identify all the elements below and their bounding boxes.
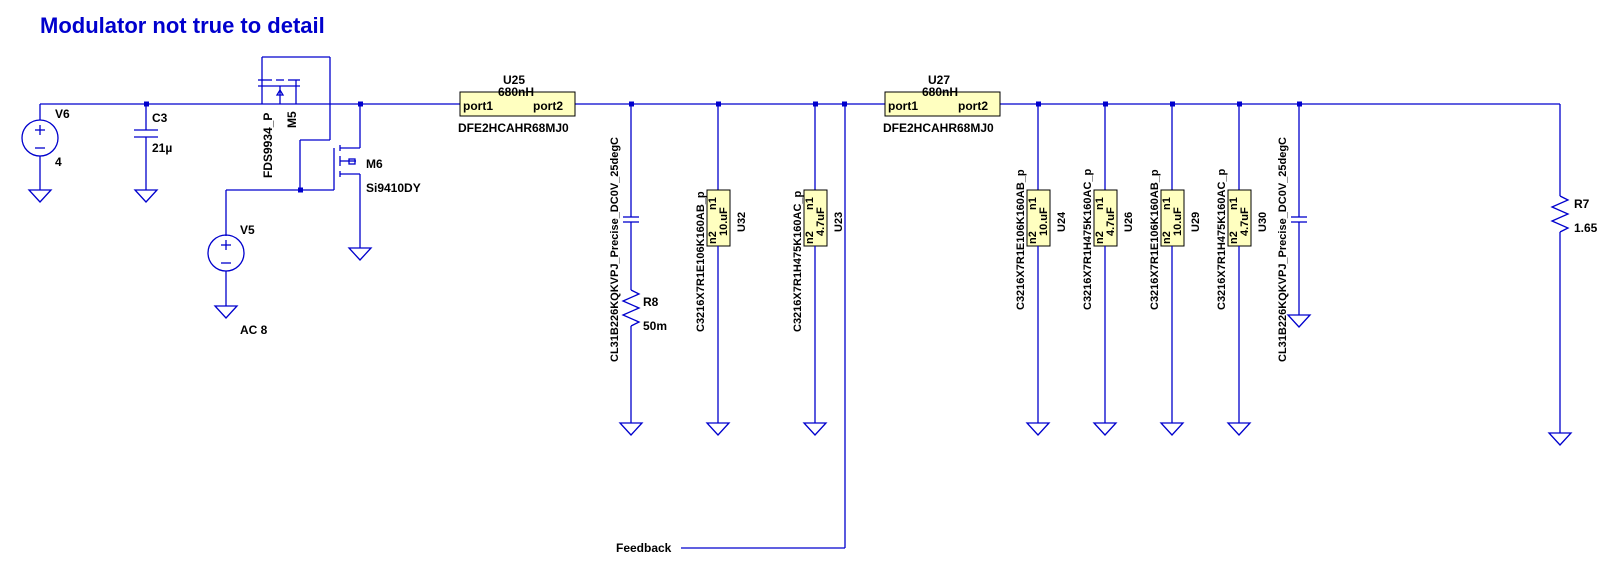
u25-inductor: U25 680nH port1 port2 DFE2HCAHR68MJ0	[458, 73, 576, 135]
u23-capacitor: C3216X7R1H475K160AC_p n2 n1 4.7uF U23	[792, 104, 845, 436]
cap-right-model: CL31B226KQKVPJ_Precise_DC0V_25degC	[1277, 137, 1289, 362]
cap-right-branch: CL31B226KQKVPJ_Precise_DC0V_25degC	[1277, 104, 1312, 362]
r7-name: R7	[1574, 197, 1590, 211]
u29-name: U29	[1190, 212, 1202, 232]
m6-name: M6	[366, 157, 383, 171]
u27-inductor: U27 680nH port1 port2 DFE2HCAHR68MJ0	[883, 73, 1001, 135]
feedback-net-label: Feedback	[616, 541, 672, 555]
v5-name: V5	[240, 223, 255, 237]
u26-n1: n1	[1094, 197, 1106, 210]
v6-voltage-source: V6 4	[21, 104, 70, 203]
wires	[40, 103, 1561, 549]
v6-name: V6	[55, 107, 70, 121]
u24-model: C3216X7R1E106K160AB_p	[1015, 169, 1027, 310]
u26-n2: n2	[1094, 231, 1106, 244]
u24-n1: n1	[1027, 197, 1039, 210]
m6-mosfet: M6 Si9410DY	[300, 104, 421, 261]
v6-value: 4	[55, 155, 62, 169]
u32-value: 10.uF	[718, 207, 730, 236]
junctions	[144, 101, 1302, 193]
c3-capacitor: C3 21µ	[133, 104, 172, 203]
u30-capacitor: C3216X7R1H475K160AC_p n2 n1 4.7uF U30	[1216, 104, 1269, 436]
u25-value: 680nH	[498, 85, 534, 99]
u25-model: DFE2HCAHR68MJ0	[458, 121, 569, 135]
u32-capacitor: C3216X7R1E106K160AB_p n2 n1 10.uF U32	[695, 104, 748, 436]
u30-model: C3216X7R1H475K160AC_p	[1216, 168, 1228, 310]
u24-name: U24	[1056, 211, 1068, 232]
u32-n1: n1	[707, 197, 719, 210]
schematic-title: Modulator not true to detail	[40, 13, 325, 38]
r7-value: 1.65	[1574, 221, 1598, 235]
u24-value: 10.uF	[1038, 207, 1050, 236]
u24-n2: n2	[1027, 231, 1039, 244]
u30-name: U30	[1257, 212, 1269, 232]
u29-n1: n1	[1161, 197, 1173, 210]
u26-model: C3216X7R1H475K160AC_p	[1082, 168, 1094, 310]
u29-model: C3216X7R1E106K160AB_p	[1149, 169, 1161, 310]
m5-mosfet: FDS9934_P M5	[258, 56, 331, 190]
u23-model: C3216X7R1H475K160AC_p	[792, 190, 804, 332]
r7-resistor: R7 1.65	[1547, 195, 1598, 446]
u27-name: U27	[928, 73, 950, 87]
u26-value: 4.7uF	[1105, 207, 1117, 236]
r8-name: R8	[643, 295, 659, 309]
u27-port1: port1	[888, 99, 918, 113]
u32-model: C3216X7R1E106K160AB_p	[695, 191, 707, 332]
u26-capacitor: C3216X7R1H475K160AC_p n2 n1 4.7uF U26	[1082, 104, 1135, 436]
u30-n1: n1	[1228, 197, 1240, 210]
u32-name: U32	[736, 212, 748, 232]
m6-model: Si9410DY	[366, 181, 421, 195]
u29-n2: n2	[1161, 231, 1173, 244]
u27-model: DFE2HCAHR68MJ0	[883, 121, 994, 135]
u32-n2: n2	[707, 231, 719, 244]
cap-left-model: CL31B226KQKVPJ_Precise_DC0V_25degC	[609, 137, 621, 362]
v5-value: AC 8	[240, 323, 268, 337]
cap-left-branch: CL31B226KQKVPJ_Precise_DC0V_25degC R8 50…	[609, 104, 667, 436]
m5-model: FDS9934_P	[261, 113, 275, 178]
c3-name: C3	[152, 111, 168, 125]
u25-name: U25	[503, 73, 525, 87]
m5-name: M5	[285, 111, 299, 128]
u23-name: U23	[833, 212, 845, 232]
u25-port1: port1	[463, 99, 493, 113]
u29-capacitor: C3216X7R1E106K160AB_p n2 n1 10.uF U29	[1149, 104, 1202, 436]
u27-port2: port2	[958, 99, 988, 113]
u26-name: U26	[1123, 212, 1135, 232]
u30-n2: n2	[1228, 231, 1240, 244]
u23-n2: n2	[804, 231, 816, 244]
u23-n1: n1	[804, 197, 816, 210]
u23-value: 4.7uF	[815, 207, 827, 236]
u27-value: 680nH	[922, 85, 958, 99]
c3-value: 21µ	[152, 141, 172, 155]
u30-value: 4.7uF	[1239, 207, 1251, 236]
u24-capacitor: C3216X7R1E106K160AB_p n2 n1 10.uF U24	[1015, 104, 1068, 436]
r8-value: 50m	[643, 319, 667, 333]
v5-voltage-source: V5 AC 8	[207, 189, 300, 337]
u25-port2: port2	[533, 99, 563, 113]
u29-value: 10.uF	[1172, 207, 1184, 236]
